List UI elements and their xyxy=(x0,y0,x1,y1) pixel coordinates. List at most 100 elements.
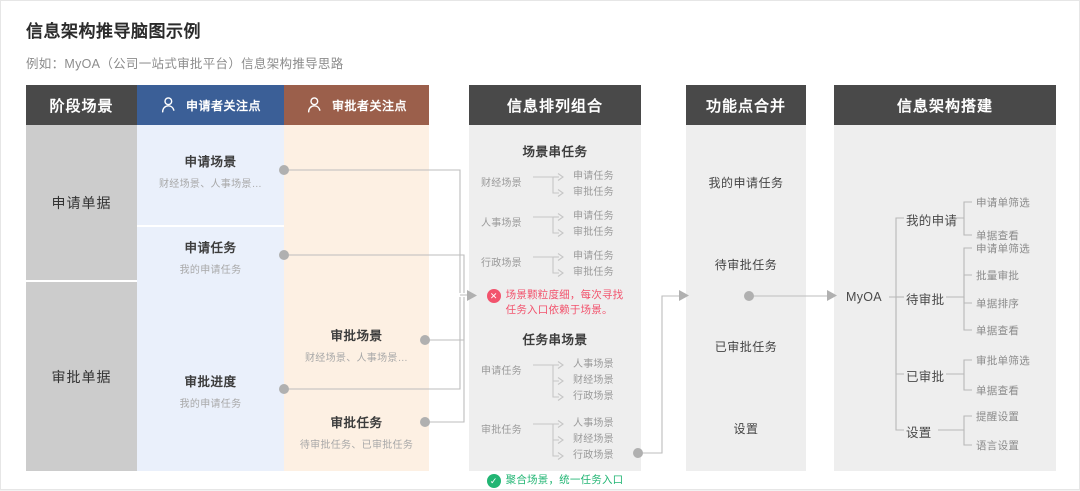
arrange-target: 审批任务 xyxy=(573,187,614,198)
approver-cell-approve-scene: 审批场景 财经场景、人事场景… xyxy=(284,325,429,364)
matrix-header-approver: 审批者关注点 xyxy=(284,85,429,125)
matrix-header-stage-label: 阶段场景 xyxy=(49,97,114,115)
arrange-target: 行政场景 xyxy=(573,391,614,402)
panel-header-merge: 功能点合并 xyxy=(686,85,806,125)
arrange-row-source: 行政场景 xyxy=(481,258,522,269)
branch-arrow-icon xyxy=(533,361,564,401)
matrix-column-stage xyxy=(26,125,137,471)
arrange-row-source: 财经场景 xyxy=(481,178,522,189)
stage-cell-apply: 申请单据 xyxy=(26,125,137,280)
arrange-row: 行政场景 申请任务 审批任务 xyxy=(481,249,641,283)
tree-branch-approved: 已审批 xyxy=(906,370,945,384)
matrix-header-applicant-label: 申请者关注点 xyxy=(185,98,261,113)
arrange-group-b-title: 任务串场景 xyxy=(522,333,588,347)
tree-leaf: 单据查看 xyxy=(976,325,1020,337)
tree-leaf: 单据查看 xyxy=(976,230,1020,242)
tree-leaf: 审批单筛选 xyxy=(976,355,1030,367)
cell-title: 审批进度 xyxy=(184,375,237,389)
architecture-tree-lines xyxy=(889,201,972,446)
arrange-group-a-title: 场景串任务 xyxy=(522,145,588,159)
applicant-cell-apply-task: 申请任务 我的申请任务 xyxy=(137,237,284,276)
person-icon xyxy=(161,97,175,113)
arrange-row-targets: 申请任务 审批任务 xyxy=(569,169,614,201)
merge-item-approved: 已审批任务 xyxy=(714,340,778,354)
panel-body-architecture: MyOA 我的申请 待审批 已审批 设置 申请单筛选 单据查看 申请单筛选 批量… xyxy=(834,125,1056,471)
branch-arrow-icon xyxy=(533,420,564,460)
cell-desc: 待审批任务、已审批任务 xyxy=(299,440,414,451)
branch-arrow-icon xyxy=(533,253,564,277)
arrange-row-targets: 人事场景 财经场景 行政场景 xyxy=(569,416,614,464)
arrange-target: 人事场景 xyxy=(573,418,614,429)
matrix-column-applicant xyxy=(137,125,284,471)
cell-desc: 财经场景、人事场景… xyxy=(159,179,262,190)
merge-item-my-apply: 我的申请任务 xyxy=(708,176,784,190)
cell-title: 申请场景 xyxy=(184,155,237,169)
arrange-target: 财经场景 xyxy=(573,375,614,386)
arrange-target: 申请任务 xyxy=(573,171,614,182)
arrange-row-targets: 申请任务 审批任务 xyxy=(569,249,614,281)
arrange-note-error-text: 场景颗粒度细，每次寻找 任务入口依赖于场景。 xyxy=(506,288,624,318)
stage-matrix: 阶段场景 申请者关注点 审批者关注点 申请单据 审批单据 xyxy=(26,85,429,471)
arrange-note-success-text: 聚合场景，统一任务入口 xyxy=(505,474,624,486)
arrange-target: 人事场景 xyxy=(573,359,614,370)
arrange-row: 人事场景 申请任务 审批任务 xyxy=(481,209,641,243)
tree-branch-my-apply: 我的申请 xyxy=(906,214,958,228)
page-subtitle: 例如：MyOA（公司一站式审批平台）信息架构推导思路 xyxy=(26,57,344,71)
merge-item-pending: 待审批任务 xyxy=(714,258,778,272)
arrange-row-source: 人事场景 xyxy=(481,218,522,229)
tree-branch-settings: 设置 xyxy=(906,426,932,440)
tree-leaf: 申请单筛选 xyxy=(976,197,1030,209)
arrange-note-success: ✓ 聚合场景，统一任务入口 xyxy=(469,473,641,488)
arrange-row-targets: 申请任务 审批任务 xyxy=(569,209,614,241)
tree-leaf: 语言设置 xyxy=(976,440,1020,452)
page-title: 信息架构推导脑图示例 xyxy=(26,22,201,41)
stage-cell-approve-label: 审批单据 xyxy=(51,368,112,385)
merge-item-settings: 设置 xyxy=(733,422,759,436)
matrix-header-stage: 阶段场景 xyxy=(26,85,137,125)
cell-title: 审批任务 xyxy=(330,416,383,430)
arrange-target: 审批任务 xyxy=(573,227,614,238)
panel-header-merge-label: 功能点合并 xyxy=(705,97,786,115)
matrix-header-applicant: 申请者关注点 xyxy=(137,85,284,125)
matrix-header-approver-label: 审批者关注点 xyxy=(331,98,407,113)
arrange-row: 财经场景 申请任务 审批任务 xyxy=(481,169,641,203)
arrange-target: 财经场景 xyxy=(573,434,614,445)
arrange-row-source: 申请任务 xyxy=(481,366,522,377)
arrange-target: 申请任务 xyxy=(573,251,614,262)
panel-header-architecture: 信息架构搭建 xyxy=(834,85,1056,125)
arrange-row-targets: 人事场景 财经场景 行政场景 xyxy=(569,357,614,405)
arrange-row: 审批任务 人事场景 财经场景 行政场景 xyxy=(481,416,641,466)
cell-title: 申请任务 xyxy=(184,241,237,255)
panel-body-merge: 我的申请任务 待审批任务 已审批任务 设置 xyxy=(686,125,806,471)
branch-arrow-icon xyxy=(533,173,564,197)
panel-header-arrange: 信息排列组合 xyxy=(469,85,641,125)
cell-desc: 财经场景、人事场景… xyxy=(305,353,408,364)
stage-cell-approve: 审批单据 xyxy=(26,282,137,471)
note-line: 任务入口依赖于场景。 xyxy=(505,304,613,316)
panel-header-arrange-label: 信息排列组合 xyxy=(506,97,603,115)
note-line: 场景颗粒度细，每次寻找 xyxy=(505,289,624,301)
applicant-cell-apply-scene: 申请场景 财经场景、人事场景… xyxy=(137,151,284,190)
tree-leaf: 单据查看 xyxy=(976,385,1020,397)
stage-row-divider xyxy=(26,280,137,282)
approver-cell-approve-task: 审批任务 待审批任务、已审批任务 xyxy=(284,412,429,451)
check-circle-icon: ✓ xyxy=(486,474,501,488)
arrange-row-source: 审批任务 xyxy=(481,425,522,436)
cross-circle-icon: ✕ xyxy=(486,289,501,303)
arrange-target: 审批任务 xyxy=(573,267,614,278)
cell-desc: 我的申请任务 xyxy=(179,265,242,276)
branch-arrow-icon xyxy=(533,213,564,237)
cell-title: 审批场景 xyxy=(330,329,383,343)
tree-leaf: 单据排序 xyxy=(976,298,1020,310)
arrange-row: 申请任务 人事场景 财经场景 行政场景 xyxy=(481,357,641,407)
person-icon xyxy=(307,97,321,113)
tree-root-label: MyOA xyxy=(846,290,882,304)
applicant-cell-approve-progress: 审批进度 我的申请任务 xyxy=(137,371,284,410)
arrange-target: 行政场景 xyxy=(573,450,614,461)
arrange-note-error: ✕ 场景颗粒度细，每次寻找 任务入口依赖于场景。 xyxy=(469,288,641,318)
cell-desc: 我的申请任务 xyxy=(179,399,242,410)
arrange-target: 申请任务 xyxy=(573,211,614,222)
panel-body-arrange: 场景串任务 财经场景 申请任务 审批任务 人事场景 xyxy=(469,125,641,488)
panel-header-architecture-label: 信息架构搭建 xyxy=(896,97,993,115)
tree-leaf: 申请单筛选 xyxy=(976,243,1030,255)
